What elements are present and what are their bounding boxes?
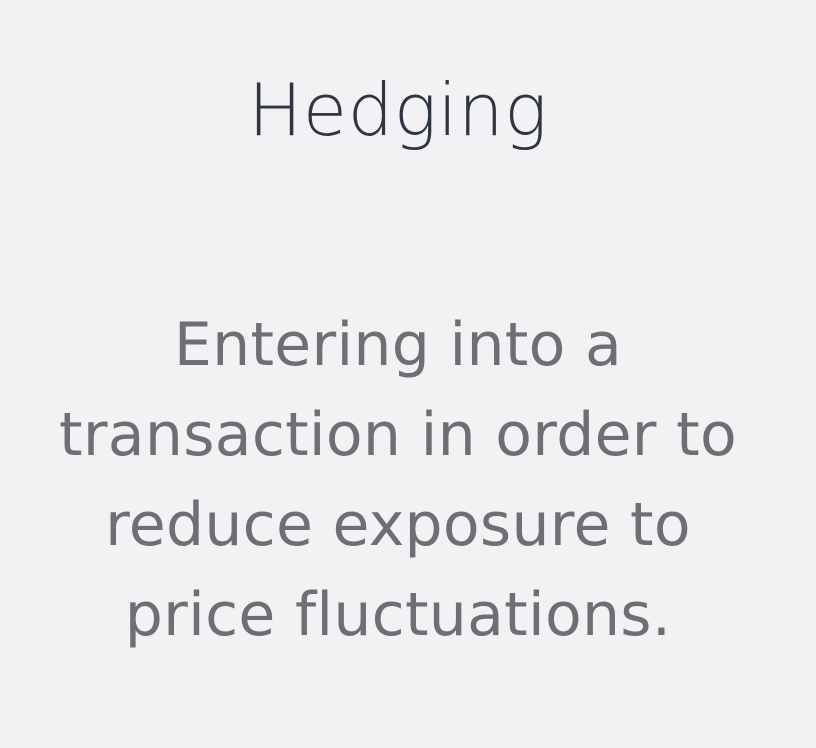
- definition-line: transaction in order to: [59, 400, 737, 470]
- term-title: Hedging: [248, 68, 548, 152]
- definition-line: Entering into a: [173, 310, 623, 380]
- definition-text: Entering into a transaction in order to …: [0, 300, 796, 660]
- definition-line: reduce exposure to: [105, 490, 691, 560]
- definition-line: price fluctuations.: [124, 580, 672, 650]
